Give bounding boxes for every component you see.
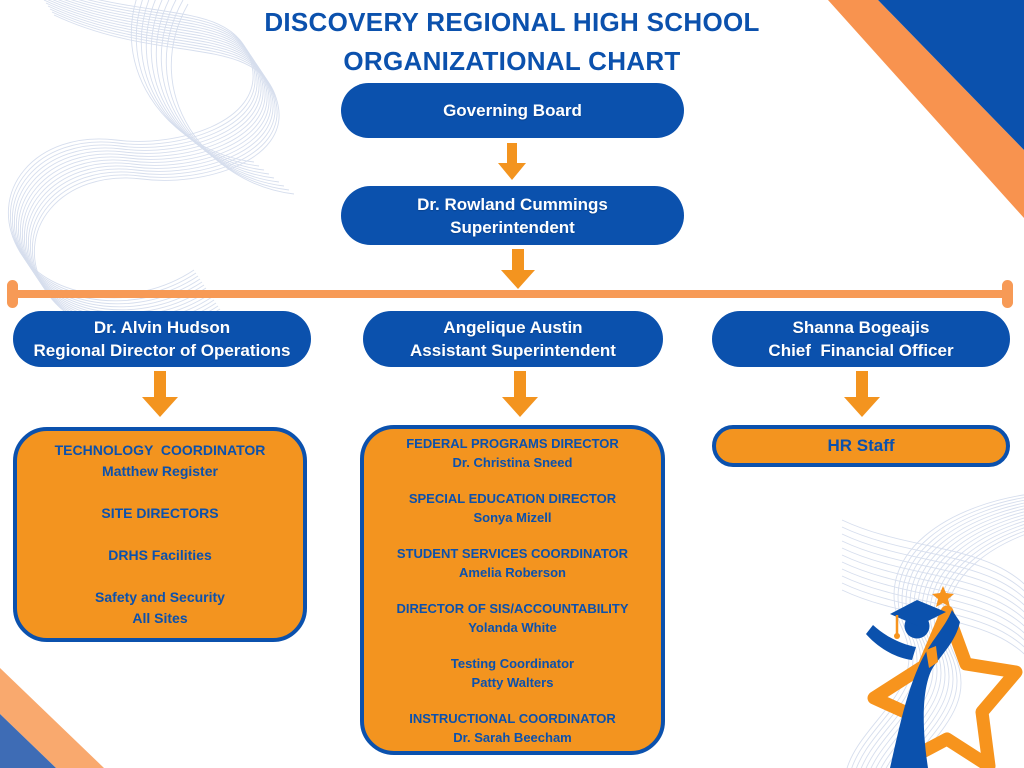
big-star-outline: [867, 605, 1023, 768]
connector-endcap-right: [1002, 280, 1013, 308]
report-name: Dr. Christina Sneed: [452, 454, 573, 470]
arrow-stem: [856, 371, 868, 397]
report-title: SPECIAL EDUCATION DIRECTOR: [408, 490, 617, 506]
report-name: Patty Walters: [471, 674, 554, 690]
arrow-cfo-reports: [844, 371, 880, 417]
report-group: STUDENT SERVICES COORDINATOR Amelia Robe…: [364, 544, 661, 582]
arrow-head: [142, 397, 178, 417]
report-group: SITE DIRECTORS: [17, 503, 303, 524]
report-title: DRHS Facilities: [108, 547, 212, 563]
node-label: Governing Board: [443, 101, 582, 120]
page-title: DISCOVERY REGIONAL HIGH SCHOOL ORGANIZAT…: [0, 3, 1024, 81]
node-role: Chief Financial Officer: [768, 341, 954, 360]
arrow-assistant-reports: [502, 371, 538, 417]
arrow-board-to-superintendent: [498, 143, 526, 180]
arrow-head: [498, 163, 526, 180]
node-superintendent: Dr. Rowland Cummings Superintendent: [341, 186, 684, 245]
figure-body: [890, 610, 960, 768]
arrow-head: [844, 397, 880, 417]
node-cfo: Shanna Bogeajis Chief Financial Officer: [712, 311, 1010, 367]
graduation-cap: [890, 600, 946, 626]
connector-endcap-left: [7, 280, 18, 308]
report-group: Testing Coordinator Patty Walters: [364, 654, 661, 692]
small-star: [932, 586, 954, 607]
report-group: INSTRUCTIONAL COORDINATOR Dr. Sarah Beec…: [364, 709, 661, 747]
guilloche-pattern-bottom-right: [841, 493, 1024, 768]
node-assistant-superintendent: Angelique Austin Assistant Superintenden…: [363, 311, 663, 367]
arrow-superintendent-to-line: [501, 249, 535, 289]
node-name: Angelique Austin: [443, 318, 583, 337]
node-role: Superintendent: [450, 217, 575, 237]
report-group: DRHS Facilities: [17, 545, 303, 566]
arrow-stem: [512, 249, 524, 270]
report-group: SPECIAL EDUCATION DIRECTOR Sonya Mizell: [364, 489, 661, 527]
report-title: SITE DIRECTORS: [101, 505, 219, 521]
arrow-stem: [514, 371, 526, 397]
box-assistant-reports: FEDERAL PROGRAMS DIRECTOR Dr. Christina …: [360, 425, 665, 755]
hr-staff-label: HR Staff: [827, 436, 895, 455]
arrow-stem: [154, 371, 166, 397]
report-name: All Sites: [132, 610, 188, 626]
report-name: Yolanda White: [468, 619, 557, 635]
node-governing-board: Governing Board: [341, 83, 684, 138]
arrow-head: [502, 397, 538, 417]
report-name: Amelia Roberson: [459, 564, 566, 580]
report-group: DIRECTOR OF SIS/ACCOUNTABILITY Yolanda W…: [364, 599, 661, 637]
node-role: Regional Director of Operations: [33, 341, 291, 360]
corner-ribbon-bottom-left: [0, 668, 104, 768]
report-title: TECHNOLOGY COORDINATOR: [54, 442, 266, 458]
report-group: TECHNOLOGY COORDINATOR Matthew Register: [17, 440, 303, 482]
cap-tassel-end: [894, 633, 900, 639]
connector-line: [7, 280, 1013, 308]
node-role: Assistant Superintendent: [410, 341, 616, 360]
arrow-operations-reports: [142, 371, 178, 417]
corner-ribbon-top-right: [828, 0, 1024, 218]
node-director-operations: Dr. Alvin Hudson Regional Director of Op…: [13, 311, 311, 367]
box-hr-staff: HR Staff: [712, 425, 1010, 467]
report-group: Safety and Security All Sites: [17, 587, 303, 629]
title-line-1: DISCOVERY REGIONAL HIGH SCHOOL: [264, 7, 760, 37]
node-name: Dr. Alvin Hudson: [93, 318, 231, 337]
report-name: Dr. Sarah Beecham: [453, 729, 572, 745]
guilloche-pattern-top-left: [8, 0, 295, 335]
arrow-stem: [507, 143, 517, 163]
report-title: DIRECTOR OF SIS/ACCOUNTABILITY: [396, 600, 629, 616]
title-line-2: ORGANIZATIONAL CHART: [343, 46, 681, 76]
report-name: Sonya Mizell: [473, 509, 552, 525]
arrow-head: [501, 270, 535, 289]
student-star-logo: [866, 586, 1023, 768]
figure-tie: [926, 646, 938, 668]
node-name: Shanna Bogeajis: [792, 318, 930, 337]
report-title: Testing Coordinator: [450, 655, 575, 671]
figure-arm: [866, 625, 916, 660]
report-title: Safety and Security: [95, 589, 225, 605]
report-name: Matthew Register: [102, 463, 218, 479]
report-title: FEDERAL PROGRAMS DIRECTOR: [406, 435, 619, 451]
box-operations-reports: TECHNOLOGY COORDINATOR Matthew Register …: [13, 427, 307, 642]
report-group: FEDERAL PROGRAMS DIRECTOR Dr. Christina …: [364, 434, 661, 472]
report-title: INSTRUCTIONAL COORDINATOR: [409, 710, 616, 726]
node-name: Dr. Rowland Cummings: [417, 194, 608, 214]
report-title: STUDENT SERVICES COORDINATOR: [396, 545, 629, 561]
